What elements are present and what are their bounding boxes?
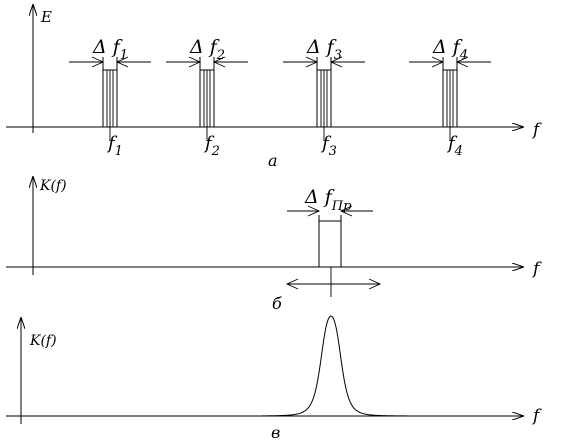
band-1-freq-label: f1	[106, 133, 123, 159]
panel-a-y-label: E	[40, 8, 52, 26]
passband-rect	[318, 215, 342, 267]
resonance-curve	[262, 315, 407, 417]
panel-c-y-label: K(f)	[29, 333, 57, 349]
panel-c-caption: в	[271, 423, 280, 442]
band-3-delta-label: Δ f3	[306, 36, 342, 63]
band-3-freq-label: f3	[320, 133, 337, 159]
panel-b-y-label: K(f)	[39, 178, 67, 194]
band-2-delta-label: Δ f2	[189, 36, 225, 63]
panel-c-x-label: f	[531, 406, 542, 426]
panel-b: K(f) f б Δ fПр	[6, 176, 542, 313]
band-3: Δ f3 f3	[283, 36, 365, 159]
panel-a-bands: Δ f1 f1 Δ f2 f2 Δ f3 f3 Δ f4 f4	[69, 36, 491, 159]
band-4-freq-label: f4	[446, 133, 463, 159]
band-1: Δ f1 f1	[69, 36, 151, 159]
panel-a-x-label: f	[531, 120, 542, 140]
panel-b-x-label: f	[531, 259, 542, 279]
panel-a: E f а Δ f1 f1 Δ f2 f2 Δ f3 f3 Δ f4 f4	[6, 4, 542, 170]
band-4: Δ f4 f4	[409, 36, 491, 159]
band-1-delta-label: Δ f1	[92, 36, 128, 63]
panel-a-caption: а	[268, 151, 278, 170]
panel-c: K(f) f в	[6, 315, 542, 442]
tuning-marker	[285, 267, 382, 297]
panel-b-caption: б	[272, 294, 282, 313]
passband-delta-label: Δ fПр	[304, 186, 352, 214]
band-2: Δ f2 f2	[166, 36, 248, 159]
band-4-delta-label: Δ f4	[432, 36, 468, 63]
band-2-freq-label: f2	[203, 133, 220, 159]
